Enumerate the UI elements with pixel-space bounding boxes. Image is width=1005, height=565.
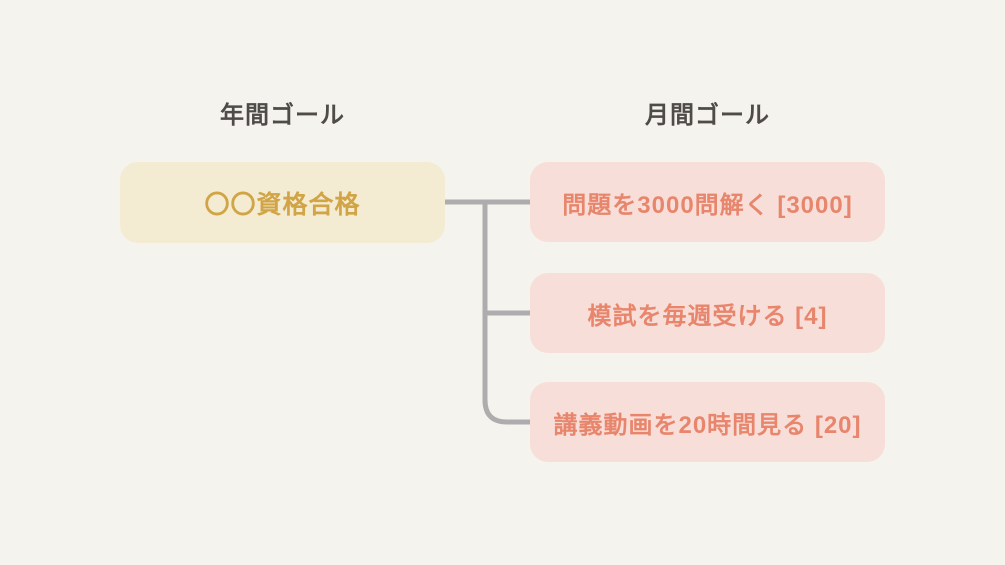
annual-goal-node: 〇〇資格合格 bbox=[120, 162, 445, 243]
annual-goal-node-label: 〇〇資格合格 bbox=[204, 190, 361, 219]
monthly-goal-node-1-label: 問題を3000問解く [3000] bbox=[562, 191, 853, 219]
monthly-goal-column-header: 月間ゴール bbox=[645, 102, 770, 129]
monthly-goal-node-3: 講義動画を20時間見る [20] bbox=[530, 382, 885, 462]
connector-trunk-with-bottom-branch bbox=[482, 200, 530, 425]
annual-goal-column-header: 年間ゴール bbox=[220, 102, 345, 129]
monthly-goal-node-2-label: 模試を毎週受ける [4] bbox=[587, 302, 828, 330]
monthly-goal-node-2: 模試を毎週受ける [4] bbox=[530, 273, 885, 353]
monthly-goal-node-3-label: 講義動画を20時間見る [20] bbox=[553, 411, 862, 439]
monthly-goal-node-1: 問題を3000問解く [3000] bbox=[530, 162, 885, 242]
